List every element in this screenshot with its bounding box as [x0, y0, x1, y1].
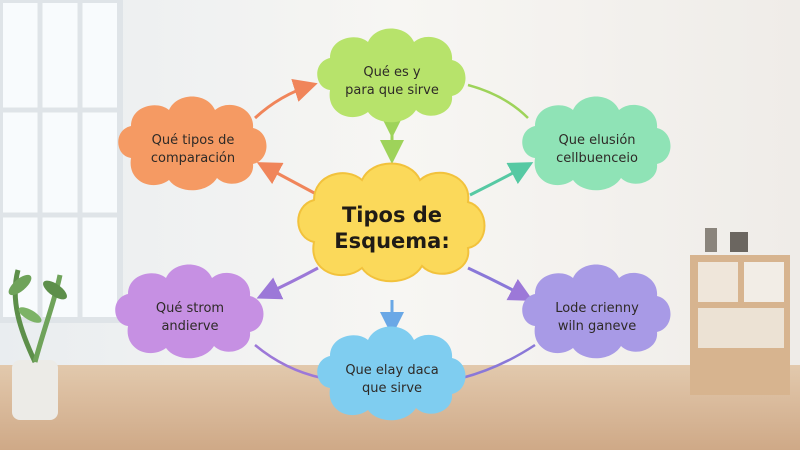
line-bottomleft-to-bottom: [254, 344, 323, 380]
node-top-left-line1: Qué tipos de: [152, 133, 235, 148]
node-top-line2: para que sirve: [345, 83, 439, 98]
line-bottom-to-bottomright: [461, 343, 536, 380]
arrow-center-to-bottomleft: [256, 266, 319, 300]
node-top-right-line1: Que elusión: [558, 133, 635, 148]
arrow-center-to-bottomright: [467, 266, 534, 301]
cloud-shape: [115, 264, 264, 359]
node-top-left: Qué tipos de comparación: [118, 96, 267, 191]
center-title-line2: Esquema:: [334, 229, 450, 253]
node-bottom-left-line1: Qué strom: [156, 301, 224, 316]
arrow-center-to-topleft: [256, 162, 319, 197]
center-node: Tipos de Esquema:: [297, 162, 486, 283]
shelf: [690, 228, 790, 395]
cloud-shape: [522, 264, 671, 359]
cloud-shape: [522, 96, 671, 191]
node-bottom: Que elay daca que sirve: [317, 326, 466, 421]
node-top-line1: Qué es y: [363, 65, 421, 80]
cloud-shape: [317, 326, 466, 421]
node-top: Qué es y para que sirve: [317, 28, 466, 123]
node-top-right-line2: cellbuenceio: [556, 151, 638, 166]
cloud-shape: [317, 28, 466, 123]
window: [0, 0, 123, 323]
node-top-right: Que elusión cellbuenceio: [522, 96, 671, 191]
node-bottom-line2: que sirve: [362, 381, 422, 396]
node-bottom-right-line2: wiln ganeve: [558, 319, 636, 334]
node-bottom-right: Lode crienny wiln ganeve: [522, 264, 671, 359]
center-title-line1: Tipos de: [342, 203, 442, 227]
center-cloud-shape: [297, 162, 486, 283]
arrow-topleft-to-top: [253, 78, 318, 120]
arrow-center-to-topright: [469, 162, 534, 197]
cloud-shape: [118, 96, 267, 191]
node-bottom-line1: Que elay daca: [345, 363, 438, 378]
node-bottom-left-line2: andierve: [161, 319, 218, 334]
node-top-left-line2: comparación: [151, 151, 235, 166]
potted-plant: [8, 269, 67, 420]
node-bottom-left: Qué strom andierve: [115, 264, 264, 359]
line-top-to-topright: [467, 83, 529, 119]
connectors: [253, 78, 536, 380]
node-bottom-right-line1: Lode crienny: [555, 301, 639, 316]
